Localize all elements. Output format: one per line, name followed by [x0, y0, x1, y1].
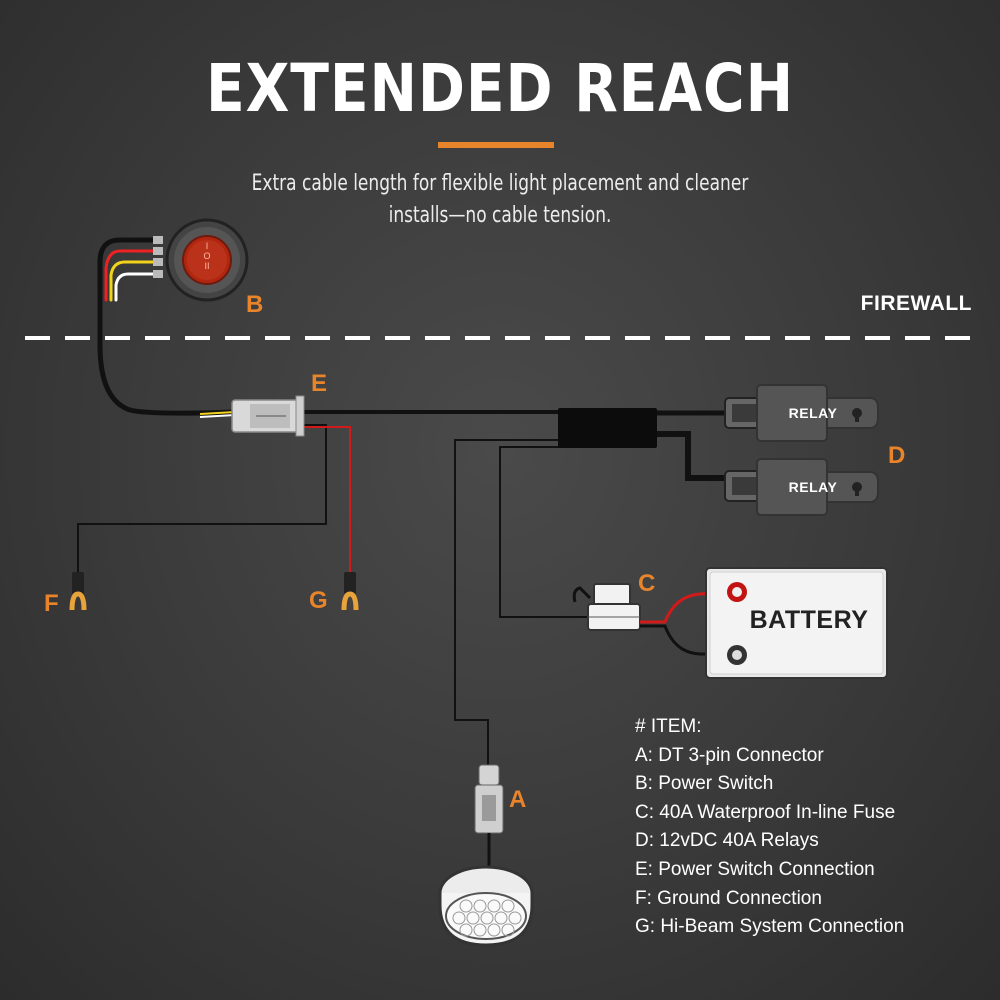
legend-item: A: DT 3-pin Connector — [635, 744, 824, 766]
legend-heading: # ITEM: — [635, 716, 702, 737]
label-g: G — [309, 587, 328, 614]
harness-wires — [454, 410, 735, 765]
legend-item: E: Power Switch Connection — [635, 858, 875, 880]
battery — [705, 567, 888, 679]
label-c: C — [638, 570, 656, 597]
label-d: D — [888, 442, 906, 469]
label-e: E — [311, 370, 328, 397]
subtitle-line-1: Extra cable length for flexible light pl… — [251, 171, 749, 196]
inline-fuse — [572, 583, 731, 656]
page-title: EXTENDED REACH — [206, 50, 794, 127]
switch-on-mark: I — [205, 241, 209, 251]
legend-item: F: Ground Connection — [635, 887, 822, 909]
label-a: A — [509, 786, 527, 813]
connector-e-wires — [77, 410, 560, 578]
relay-2-label: RELAY — [788, 479, 838, 495]
label-b: B — [246, 291, 264, 318]
relay-2 — [724, 458, 879, 516]
junction-box — [558, 408, 657, 448]
title-accent-bar — [438, 142, 554, 148]
label-f: F — [44, 590, 59, 617]
legend-item: B: Power Switch — [635, 773, 774, 795]
ground-terminal — [69, 572, 87, 611]
legend-item: C: 40A Waterproof In-line Fuse — [635, 801, 896, 823]
hi-beam-terminal — [341, 572, 359, 611]
legend-item: D: 12vDC 40A Relays — [635, 830, 819, 852]
led-light — [438, 865, 534, 947]
page-subtitle: Extra cable length for flexible light pl… — [242, 168, 758, 232]
relay-1 — [724, 384, 879, 442]
switch-off-mark: O — [203, 251, 211, 261]
subtitle-line-2: installs—no cable tension. — [388, 203, 612, 228]
power-switch-connector — [231, 395, 305, 437]
firewall-label: FIREWALL — [860, 292, 972, 315]
dt-connector — [474, 764, 504, 870]
power-switch — [165, 218, 249, 302]
item-legend: # ITEM: A: DT 3-pin Connector B: Power S… — [635, 713, 904, 942]
switch-wires — [97, 236, 238, 416]
relay-1-label: RELAY — [788, 405, 838, 421]
legend-item: G: Hi-Beam System Connection — [635, 916, 905, 938]
switch-alt-mark: II — [204, 261, 210, 271]
switch-marks: I O II — [182, 241, 232, 271]
battery-label: BATTERY — [749, 606, 869, 634]
